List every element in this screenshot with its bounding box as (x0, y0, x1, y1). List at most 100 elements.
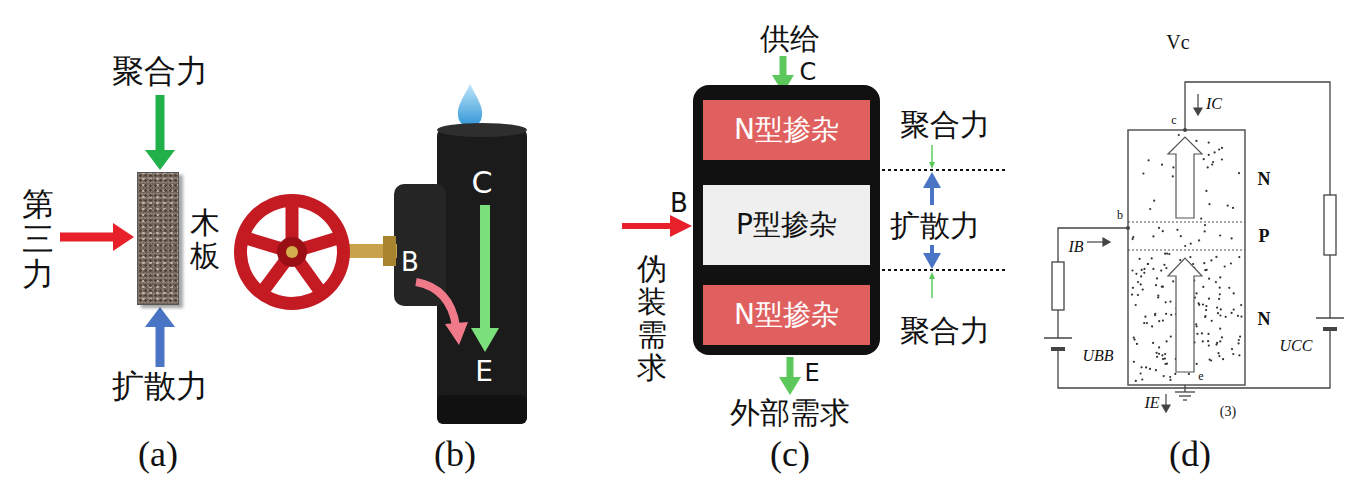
valve-body (437, 128, 527, 424)
carrier-dots (1203, 158, 1205, 160)
diffusion-arrows (923, 253, 941, 269)
current-label: IC (1206, 95, 1222, 113)
force-label: 聚合力 (112, 54, 208, 89)
cohesion-arrows (931, 145, 933, 164)
current-label: IB (1068, 238, 1083, 256)
carrier-dots (1219, 328, 1221, 330)
carrier-dots (1148, 159, 1150, 161)
fake-demand-arrow (622, 223, 672, 229)
carrier-dots (1161, 286, 1163, 288)
battery-symbol (1051, 347, 1065, 351)
ground-symbol (1175, 392, 1195, 400)
carrier-dots (1137, 294, 1139, 296)
transistor-outline (1128, 130, 1245, 385)
n-doped-region: N型掺杂 (703, 285, 870, 345)
carrier-dots (1174, 373, 1176, 375)
region-label: N (1258, 310, 1271, 330)
carrier-dots (1238, 256, 1240, 258)
carrier-dots (1155, 284, 1157, 286)
carrier-dots (1156, 356, 1158, 358)
carrier-dots (1196, 333, 1198, 335)
carrier-dots (1132, 238, 1134, 240)
carrier-dots (1214, 151, 1216, 153)
flow-label: 供给 (760, 22, 820, 55)
carrier-dots (1147, 263, 1149, 265)
circuit-wire (1184, 385, 1185, 392)
carrier-dots (1166, 253, 1168, 255)
carrier-dots (1149, 368, 1151, 370)
cohesion-arrow (145, 95, 175, 170)
diffusion-arrow (145, 307, 175, 327)
resistor-symbol (1052, 262, 1064, 310)
carrier-dots (1238, 172, 1240, 174)
handwheel (234, 194, 350, 310)
part-label: 木板 (190, 206, 220, 272)
carrier-dots (1219, 314, 1221, 316)
battery-symbol (1316, 317, 1344, 319)
carrier-dots (1204, 316, 1206, 318)
carrier-dots (1139, 258, 1141, 260)
carrier-dots (1219, 340, 1221, 342)
pin-label: e (1198, 370, 1203, 383)
carrier-dots (1133, 361, 1135, 363)
voltage-label: Vc (1166, 31, 1189, 53)
force-label: 扩散力 (890, 209, 980, 242)
carrier-dots (1165, 267, 1167, 269)
n-doped-region: N型掺杂 (703, 100, 870, 160)
diffusion-arrow (145, 307, 175, 367)
carrier-dots (1218, 148, 1220, 150)
carrier-dots (1156, 277, 1158, 279)
carrier-dots (1208, 154, 1210, 156)
carrier-dots (1158, 346, 1160, 348)
carrier-dots (1224, 265, 1226, 267)
carrier-dots (1140, 283, 1142, 285)
handwheel (286, 246, 298, 258)
terminal-dot (1126, 226, 1130, 230)
carrier-dots (1201, 332, 1203, 334)
carrier-dots (1143, 322, 1145, 324)
carrier-dots (1135, 273, 1137, 275)
carrier-dots (1163, 375, 1165, 377)
carrier-dots (1239, 336, 1241, 338)
ground-symbol (1175, 391, 1195, 392)
carrier-dots (1219, 234, 1221, 236)
transistor-outline (1128, 130, 1245, 385)
battery-symbol (1323, 327, 1337, 331)
bypass-flow-arrow (416, 282, 456, 326)
carrier-dots (1145, 366, 1147, 368)
carrier-dots (1215, 281, 1217, 283)
carrier-dots (1195, 292, 1197, 294)
carrier-dots (1207, 166, 1209, 168)
current-label: IE (1144, 394, 1159, 412)
carrier-dots (1231, 237, 1233, 239)
carrier-dots (1151, 257, 1153, 259)
carrier-dots (1190, 243, 1192, 245)
carrier-dots (1152, 235, 1154, 237)
boundary-line (882, 269, 1005, 271)
panel-caption: (d) (1169, 435, 1211, 475)
carrier-dots (1210, 259, 1212, 261)
circuit-wire (1185, 82, 1330, 195)
carrier-dots (1198, 239, 1200, 241)
carrier-dots (1141, 366, 1143, 368)
carrier-dots (1203, 262, 1205, 264)
carrier-dots (1208, 298, 1210, 300)
carrier-dots (1220, 308, 1222, 310)
ground-symbol (1183, 399, 1187, 400)
carrier-dots (1164, 253, 1166, 255)
carrier-dots (1131, 294, 1133, 296)
supply-arrow (780, 56, 787, 76)
circuit-wire (1057, 310, 1058, 338)
carrier-dots (1169, 379, 1171, 381)
carrier-dots (1164, 353, 1166, 355)
carrier-dots (1207, 340, 1209, 342)
carrier-dots (1216, 307, 1218, 309)
carrier-dots (1225, 316, 1227, 318)
supply-flow-arrow (480, 205, 490, 330)
diffusion-arrow (156, 325, 165, 367)
cohesion-arrow (156, 95, 165, 152)
carrier-dots (1240, 304, 1242, 306)
cohesion-arrow (145, 150, 175, 170)
carrier-dots (1217, 352, 1219, 354)
